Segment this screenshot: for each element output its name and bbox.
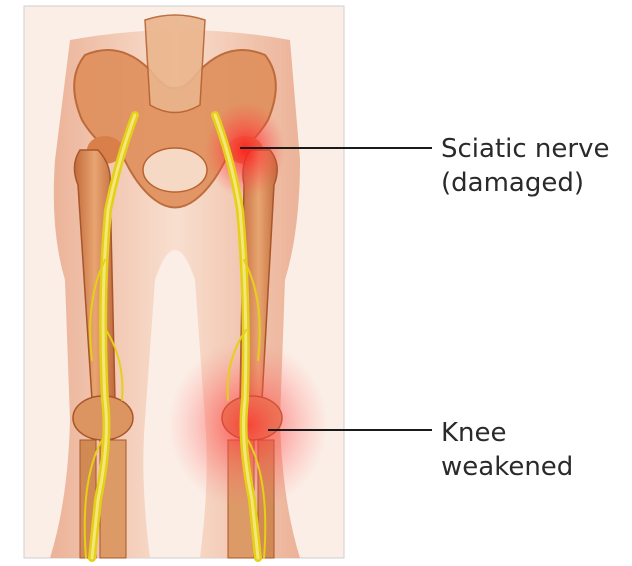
- sciatic-nerve-label: Sciatic nerve (damaged): [441, 132, 609, 200]
- sciatic-nerve-label-line2: (damaged): [441, 166, 609, 200]
- sciatic-nerve-label-line1: Sciatic nerve: [441, 132, 609, 166]
- knee-label-line1: Knee: [441, 416, 573, 450]
- knee-label: Knee weakened: [441, 416, 573, 484]
- knee-label-line2: weakened: [441, 450, 573, 484]
